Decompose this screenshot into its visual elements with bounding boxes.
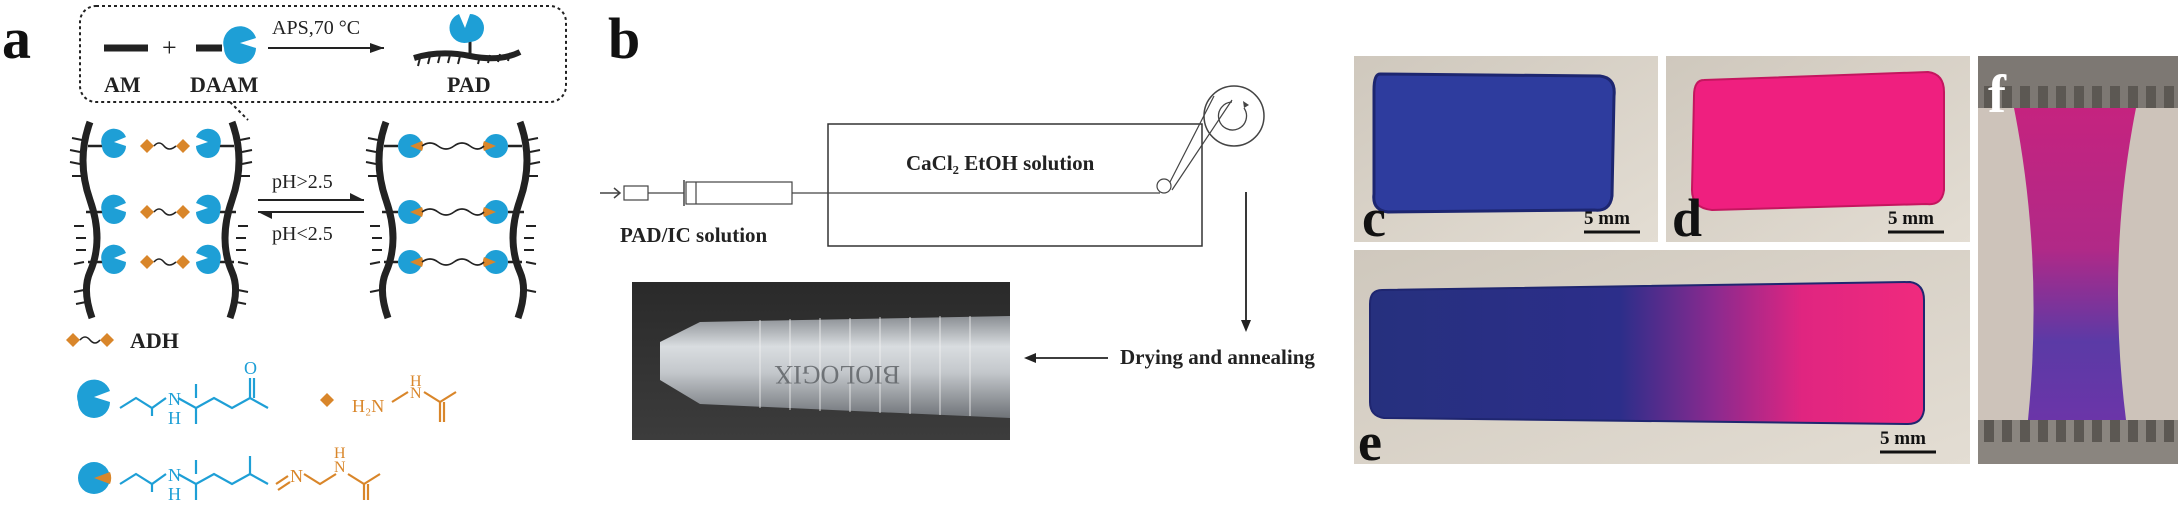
daam-symbol-icon: [77, 379, 110, 418]
panel-letter-c: c: [1362, 188, 1386, 248]
scale-d-label: 5 mm: [1888, 208, 1934, 229]
panel-letter-b: b: [608, 6, 640, 71]
gel-f-stretched: [2014, 108, 2136, 420]
daam-structure: N H O: [77, 358, 269, 428]
hydrazide-n-label: N: [410, 385, 422, 402]
panel-a: a AM + DAAM APS,70 °C PAD: [2, 5, 567, 504]
callout-pointer: [229, 101, 249, 121]
fiber-path: [828, 95, 1233, 194]
pad-backbone-icon: [413, 49, 522, 62]
network-unbound: [69, 120, 253, 320]
bath-label: CaCl₂ EtOH solution: [906, 151, 1095, 175]
panel-letter-e: e: [1358, 412, 1382, 472]
reagent-daam-label: DAAM: [190, 72, 259, 97]
daam-pacman-icon: [223, 26, 256, 64]
panel-b: b CaCl₂ EtOH solution PAD/IC solution: [600, 6, 1315, 440]
product-pad-label: PAD: [447, 72, 491, 97]
adh-end-icon: [66, 333, 80, 347]
scale-c-label: 5 mm: [1584, 208, 1630, 229]
ph-forward-label: pH>2.5: [272, 171, 333, 193]
reaction-conditions: APS,70 °C: [272, 17, 360, 39]
daam-n-label: N: [168, 389, 181, 409]
pad-pendant-icon: [449, 14, 484, 44]
tube-brand-text: BIOLOGIX: [774, 360, 900, 389]
collector-reel-icon: [1203, 85, 1265, 147]
plus-sign: +: [162, 33, 177, 62]
scale-e-label: 5 mm: [1880, 428, 1926, 449]
panel-f: f: [1978, 56, 2178, 464]
network-crosslinked: [365, 120, 541, 320]
reagent-am-label: AM: [104, 72, 141, 97]
gel-e-gradient: [1369, 280, 1925, 426]
panel-letter-f: f: [1988, 64, 2007, 124]
panel-letter-d: d: [1672, 188, 1702, 248]
ph-reverse-label: pH<2.5: [272, 223, 333, 245]
hydrazone-h2-label: H: [334, 445, 346, 462]
panel-c: c 5 mm: [1354, 56, 1658, 248]
reaction-arrow-head: [370, 43, 384, 53]
panel-letter-a: a: [2, 6, 31, 71]
syringe-label: PAD/IC solution: [620, 223, 768, 247]
gel-d-pink: [1690, 70, 1945, 212]
tube-photo: BIOLOGIX: [632, 282, 1010, 440]
grip-bottom-teeth: [1984, 420, 2174, 442]
free-adh-group: [140, 139, 190, 269]
daam-h-label: H: [168, 408, 181, 428]
hydrazide-h-label: H: [410, 373, 422, 390]
gel-c-blue: [1372, 72, 1616, 214]
adh-label: ADH: [130, 328, 179, 353]
hydrazide-symbol-icon: [320, 393, 334, 407]
adh-legend: ADH: [66, 328, 179, 353]
bath-tank: [827, 123, 1203, 247]
reaction-callout: [79, 5, 567, 103]
syringe-icon: [600, 180, 828, 206]
hydrazone-n3-label: N: [334, 459, 346, 476]
panel-d: d 5 mm: [1666, 56, 1970, 248]
hydrazone-n2-label: N: [290, 466, 303, 486]
hydrazone-structure: N H N N H: [78, 445, 381, 504]
daam-o-label: O: [244, 358, 257, 378]
hydrazide-amine-label: H₂N: [352, 396, 384, 416]
hydrazide-structure: H₂N H N: [320, 373, 457, 422]
hydrazone-n1-label: N: [168, 465, 181, 485]
hydrazone-h1-label: H: [168, 484, 181, 504]
grip-top-teeth: [1984, 86, 2174, 108]
panel-e: e 5 mm: [1354, 250, 1970, 472]
step-label: Drying and annealing: [1120, 345, 1315, 369]
